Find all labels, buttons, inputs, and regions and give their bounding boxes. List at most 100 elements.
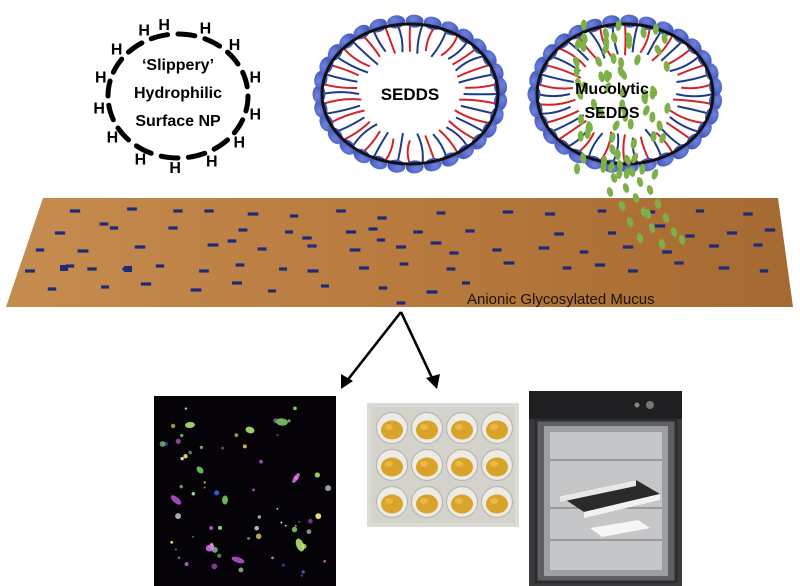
ring-segment [113,59,121,72]
anionic-marker [336,209,345,212]
anionic-marker [268,289,276,292]
fluorescent-spot [277,434,279,436]
surface-h-label: H [200,20,212,37]
anionic-marker [101,285,109,288]
sample-highlight [420,461,428,467]
mucus-sample [416,458,438,477]
sample-highlight [420,498,428,504]
lipid-tail [676,94,713,96]
anionic-marker [628,269,638,272]
fluorescent-spot [175,548,177,550]
anionic-marker [25,269,35,272]
anionic-marker [503,210,513,213]
anionic-marker [696,209,704,212]
anionic-marker [765,228,775,231]
surface-h-label: H [249,69,261,86]
anionic-marker [307,244,316,247]
lipid-tail [633,25,638,53]
anionic-marker [321,284,329,287]
sample-highlight [490,424,498,430]
anionic-marker [400,262,409,265]
anionic-marker [595,263,605,266]
ring-segment [243,72,248,87]
slippery-label-line3: Surface NP [135,113,221,130]
anionic-marker [753,243,762,246]
mucus-sample [451,495,473,514]
anionic-marker [437,211,446,214]
lipid-tail [459,100,497,104]
photo-fluorescence-microscopy [154,396,336,586]
fluorescent-spot [170,541,173,544]
fluorescent-spot [293,406,297,410]
lipid-tail [461,106,495,114]
lipid-tail [397,133,402,163]
mucolytic-sedds-particle: Mucolytic SEDDS [527,14,722,180]
sample-highlight [455,461,463,467]
mucus-slab [6,198,793,307]
sample-highlight [490,461,498,467]
mucus-sample [451,421,473,440]
mucolytic-dot [630,138,638,150]
sample-highlight [385,424,393,430]
anionic-marker [396,245,406,248]
mucus-sample [416,421,438,440]
mucus-label: Anionic Glycosylated Mucus [467,291,655,308]
lipid-tail [677,106,709,113]
lipid-tail [459,74,495,82]
anionic-marker [232,281,242,284]
anionic-marker [674,261,683,264]
lipid-tail [397,25,402,53]
anionic-marker [377,238,385,241]
fluorescent-spot [176,439,181,444]
lipid-tail [625,24,626,55]
lipid-tail [417,25,422,54]
anionic-marker [302,236,311,239]
fluorescent-spot [160,441,166,447]
anionic-marker [204,209,213,212]
anionic-marker [539,246,549,249]
anionic-marker [290,214,298,217]
surface-h-label: H [234,134,246,151]
fluorescent-spot [301,574,303,576]
anionic-marker [248,212,259,215]
lipid-tail [673,99,712,103]
lipid-tail [558,48,585,67]
fluorescent-spot [217,554,221,558]
mucus-layer: Anionic Glycosylated Mucus [6,159,793,308]
anionic-marker [492,248,501,251]
anionic-marker [279,267,287,270]
surface-h-label: H [206,153,218,170]
fluorescent-spot [256,534,262,540]
ring-segment [118,128,128,140]
lipid-tail [417,134,423,164]
surface-h-label: H [95,69,107,86]
fluorescent-spot [175,513,181,519]
mucus-sample [486,495,508,514]
mucolytic-dot [610,32,619,44]
fluorescent-spot [247,537,250,540]
lipid-tail [385,139,393,162]
anionic-marker [78,249,89,252]
fluorescent-spot [200,446,203,449]
ring-segment [129,43,142,52]
anionic-marker [135,245,145,248]
mucolytic-label-line1: Mucolytic [575,81,649,98]
anionic-marker [504,261,515,264]
mucolytic-label-line2: SEDDS [584,105,639,122]
anionic-marker [87,267,96,270]
slippery-label-line1: ‘Slippery’ [142,57,214,74]
fluorescent-spot [183,454,187,458]
lipid-tail [681,84,712,88]
photo-incubator-shaker [529,391,682,586]
anionic-marker [598,209,607,212]
anionic-marker [545,212,555,215]
ring-segment [151,35,167,39]
fluorescent-spot [292,527,297,532]
lipid-tail [541,107,571,114]
mucus-sample [381,495,403,514]
surface-h-label: H [249,107,261,124]
anionic-marker [379,286,388,289]
fluorescent-spot [280,522,282,524]
anionic-marker [100,222,109,225]
mucus-sample [381,421,403,440]
